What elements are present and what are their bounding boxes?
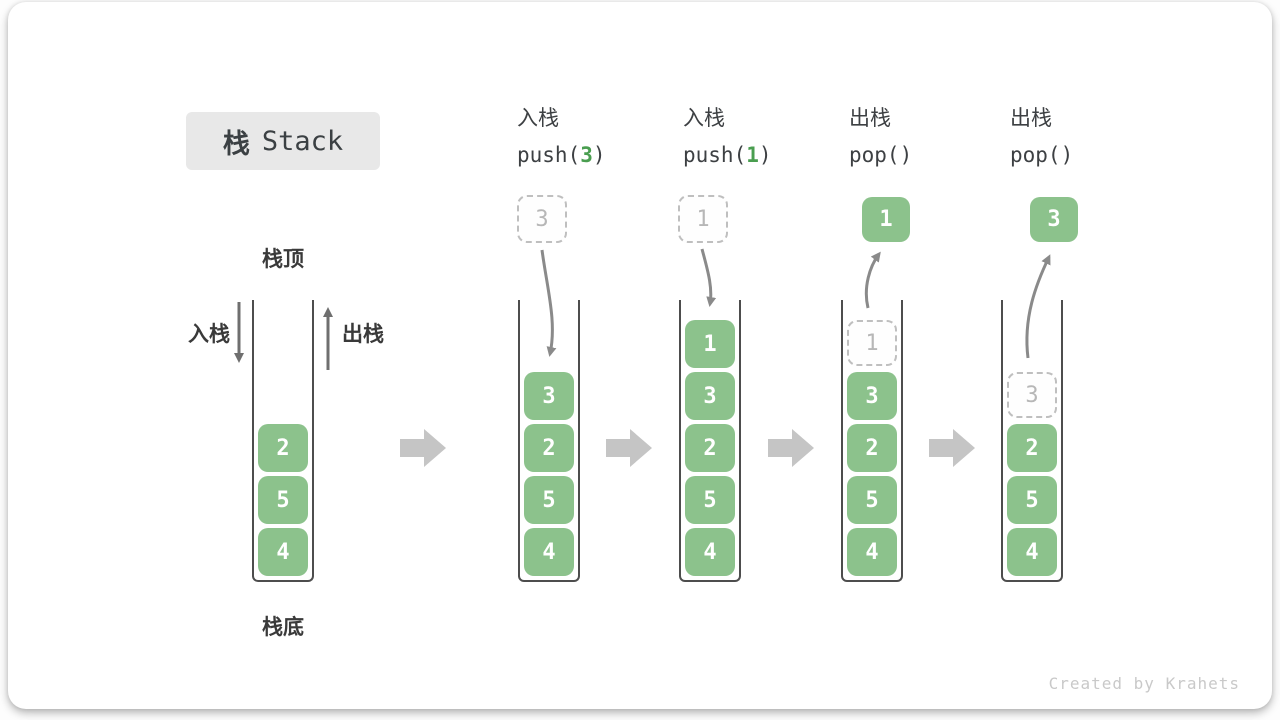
op-code: pop() [1010,143,1073,167]
stack-block: 3 [524,372,574,420]
popped-value-box: 1 [862,197,910,242]
stack-block: 5 [847,476,897,524]
op-code: push(1) [683,143,772,167]
code-pre: push( [683,143,747,167]
op-code: push(3) [517,143,606,167]
incoming-value-box: 3 [517,195,567,243]
op-label: 出栈 [849,107,891,130]
code-pre: pop( [1010,143,1061,167]
stack-block: 5 [1007,476,1057,524]
stack-block: 4 [1007,528,1057,576]
stack-initial: 2 5 4 [252,300,314,582]
op-label: 入栈 [683,107,725,130]
header-push-3: 入栈 push(3) [517,106,606,167]
code-pre: push( [517,143,581,167]
stack-bottom-label: 栈底 [262,616,304,639]
code-arg: 3 [580,143,593,167]
stack-top-label: 栈顶 [262,248,304,271]
stack-block: 5 [524,476,574,524]
watermark: Created by Krahets [1048,674,1240,693]
stack-after-push-1: 1 3 2 5 4 [679,300,741,582]
pop-out-label: 出栈 [342,323,384,346]
stack-block: 5 [685,476,735,524]
header-pop-3: 出栈 pop() [1010,106,1073,167]
stack-block: 4 [847,528,897,576]
stack-block: 2 [847,424,897,472]
stack-after-pop-1: 1 3 2 5 4 [841,300,903,582]
title-box: 栈 Stack [186,112,380,170]
incoming-value-box: 1 [678,195,728,243]
stack-block: 1 [685,320,735,368]
title-cjk: 栈 [222,128,250,159]
header-pop-1: 出栈 pop() [849,106,912,167]
op-label: 出栈 [1010,107,1052,130]
diagram-card [8,2,1272,709]
header-push-1: 入栈 push(1) [683,106,772,167]
stack-block: 2 [258,424,308,472]
stack-block: 2 [1007,424,1057,472]
title-latin: Stack [261,125,344,157]
code-pre: pop( [849,143,900,167]
stack-block: 5 [258,476,308,524]
code-post: ) [758,143,772,167]
code-post: ) [1060,143,1074,167]
removed-slot: 1 [847,320,897,366]
stack-block: 4 [524,528,574,576]
op-label: 入栈 [517,107,559,130]
code-post: ) [899,143,913,167]
push-in-label: 入栈 [188,323,230,346]
stack-block: 2 [685,424,735,472]
code-arg: 1 [746,143,759,167]
stack-after-push-3: 3 2 5 4 [518,300,580,582]
stack-block: 2 [524,424,574,472]
popped-value-box: 3 [1030,197,1078,242]
code-post: ) [592,143,606,167]
removed-slot: 3 [1007,372,1057,418]
stack-block: 3 [685,372,735,420]
op-code: pop() [849,143,912,167]
stack-block: 3 [847,372,897,420]
stack-after-pop-3: 3 2 5 4 [1001,300,1063,582]
stack-block: 4 [685,528,735,576]
stack-block: 4 [258,528,308,576]
